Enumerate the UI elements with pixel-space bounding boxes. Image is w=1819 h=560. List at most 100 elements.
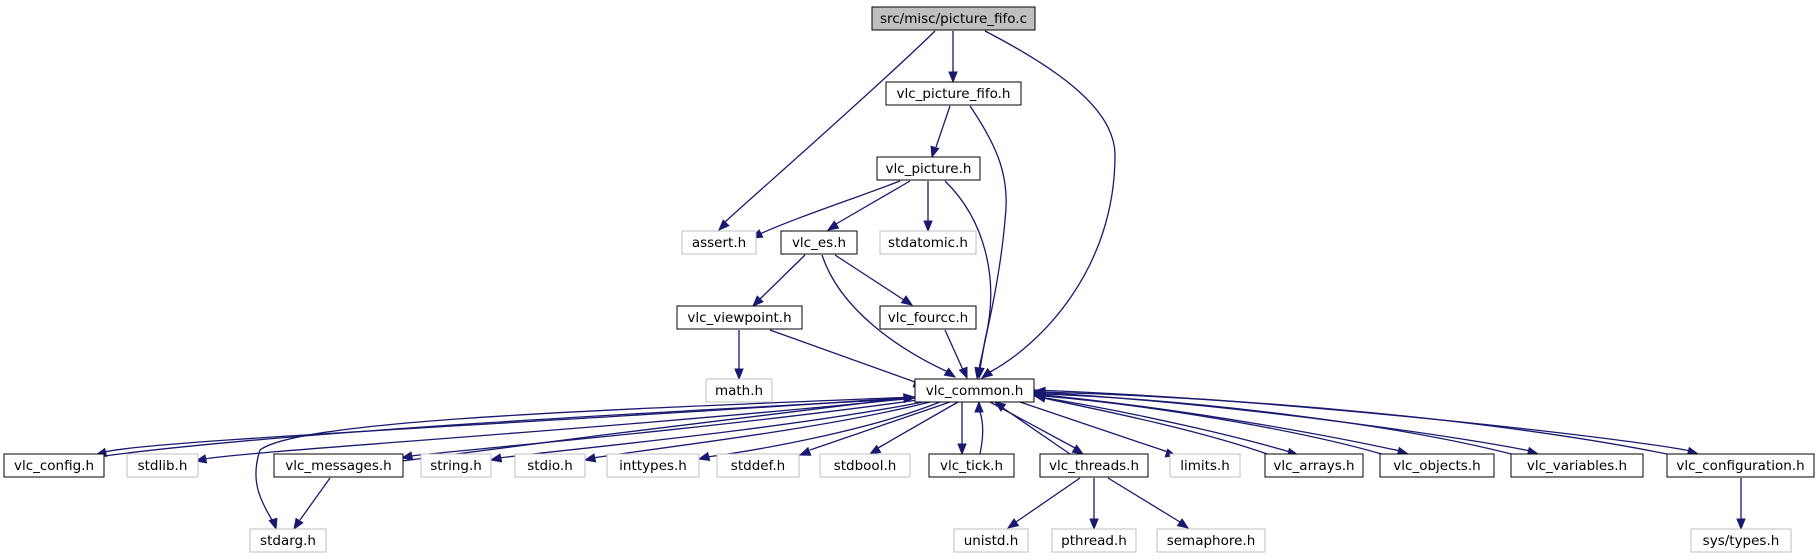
node-label: inttypes.h bbox=[619, 458, 687, 474]
arrowhead-threads-to-semaphore bbox=[1176, 518, 1190, 529]
node-string-h[interactable]: string.h bbox=[420, 453, 492, 478]
arrowhead-root-to-common bbox=[980, 367, 994, 379]
edge-messages-to-common bbox=[401, 397, 907, 462]
node-vlc-variables-h[interactable]: vlc_variables.h bbox=[1510, 453, 1644, 478]
edge-common-to-stdarg bbox=[255, 396, 916, 521]
edge-variables-to-common bbox=[1042, 393, 1516, 456]
node-label: stdlib.h bbox=[138, 458, 188, 474]
node-limits-h[interactable]: limits.h bbox=[1169, 453, 1241, 478]
edge-common-to-stdbool bbox=[877, 401, 959, 449]
edge-root-to-common bbox=[984, 30, 1116, 373]
arrowhead-root-to-fifo bbox=[948, 71, 958, 84]
node-label: semaphore.h bbox=[1167, 533, 1256, 549]
node-semaphore-h[interactable]: semaphore.h bbox=[1156, 528, 1266, 553]
node-stdlib-h[interactable]: stdlib.h bbox=[126, 453, 199, 478]
node-label: stdatomic.h bbox=[888, 235, 968, 251]
node-label: unistd.h bbox=[964, 533, 1019, 549]
arrowhead-threads-to-pthread bbox=[1089, 518, 1099, 531]
node-vlc-config-h[interactable]: vlc_config.h bbox=[3, 453, 105, 478]
node-vlc-viewpoint-h[interactable]: vlc_viewpoint.h bbox=[676, 305, 803, 330]
edge-common-to-stddef bbox=[809, 401, 951, 451]
arrowhead-common-to-messages bbox=[400, 451, 414, 461]
node-label: stdbool.h bbox=[834, 458, 897, 474]
node-vlc-threads-h[interactable]: vlc_threads.h bbox=[1039, 453, 1149, 478]
arrowhead-common-to-stdio bbox=[583, 453, 597, 463]
node-label: vlc_messages.h bbox=[285, 458, 391, 474]
arrowhead-common-to-stddef bbox=[798, 446, 812, 456]
node-vlc-arrays-h[interactable]: vlc_arrays.h bbox=[1264, 453, 1364, 478]
node-label: pthread.h bbox=[1061, 533, 1127, 549]
dependency-edges bbox=[94, 30, 1746, 531]
edge-threads-to-semaphore bbox=[1107, 477, 1181, 523]
node-stddef-h[interactable]: stddef.h bbox=[716, 453, 800, 478]
node-vlc-common-h[interactable]: vlc_common.h bbox=[914, 378, 1035, 403]
node-pthread-h[interactable]: pthread.h bbox=[1051, 528, 1137, 553]
node-vlc-objects-h[interactable]: vlc_objects.h bbox=[1379, 453, 1495, 478]
node-stdarg-h[interactable]: stdarg.h bbox=[249, 528, 327, 553]
edge-common-to-stdlib bbox=[203, 397, 916, 460]
edge-tick-to-common bbox=[979, 411, 984, 455]
node-label: string.h bbox=[430, 458, 482, 474]
edge-threads-to-common bbox=[1002, 407, 1071, 455]
edge-vles-to-common bbox=[821, 254, 949, 373]
node-stdio-h[interactable]: stdio.h bbox=[514, 453, 586, 478]
node-sys-types-h[interactable]: sys/types.h bbox=[1690, 528, 1792, 553]
arrowhead-fifo-to-picture bbox=[930, 145, 940, 159]
node-label: stddef.h bbox=[731, 458, 785, 474]
arrowhead-fourcc-to-common bbox=[958, 366, 968, 380]
arrowhead-common-to-tick bbox=[957, 443, 967, 456]
arrowhead-picture-to-stdatomic bbox=[923, 220, 933, 233]
edge-common-to-threads bbox=[989, 401, 1076, 449]
node-vlc-messages-h[interactable]: vlc_messages.h bbox=[273, 453, 404, 478]
edge-viewpoint-to-common bbox=[769, 329, 916, 383]
node-label: vlc_fourcc.h bbox=[888, 310, 968, 326]
arrowhead-vles-to-viewpoint bbox=[752, 295, 764, 307]
node-math-h[interactable]: math.h bbox=[705, 378, 773, 403]
edge-picture-to-assert bbox=[759, 180, 901, 235]
node-vlc-configuration-h[interactable]: vlc_configuration.h bbox=[1666, 453, 1815, 478]
node-unistd-h[interactable]: unistd.h bbox=[953, 528, 1029, 553]
arrowhead-common-to-inttypes bbox=[697, 451, 711, 461]
node-label: vlc_variables.h bbox=[1527, 458, 1627, 474]
node-label: limits.h bbox=[1180, 458, 1230, 474]
arrowhead-messages-to-stdarg bbox=[293, 517, 304, 531]
arrowhead-picture-to-vles bbox=[826, 220, 840, 231]
node-stdbool-h[interactable]: stdbool.h bbox=[819, 453, 911, 478]
node-label: math.h bbox=[715, 383, 763, 399]
node-vlc-picture-fifo-h[interactable]: vlc_picture_fifo.h bbox=[885, 81, 1022, 106]
node-label: vlc_es.h bbox=[792, 235, 846, 251]
edge-fourcc-to-common bbox=[944, 329, 964, 371]
node-vlc-fourcc-h[interactable]: vlc_fourcc.h bbox=[879, 305, 977, 330]
node-vlc-tick-h[interactable]: vlc_tick.h bbox=[928, 453, 1015, 478]
node-label: vlc_viewpoint.h bbox=[687, 310, 791, 326]
edge-common-to-limits bbox=[1019, 401, 1169, 453]
edge-vles-to-fourcc bbox=[834, 254, 905, 301]
node-vlc-picture-h[interactable]: vlc_picture.h bbox=[876, 156, 981, 181]
node-label: assert.h bbox=[692, 235, 746, 251]
arrowhead-threads-to-common bbox=[993, 401, 1007, 412]
node-inttypes-h[interactable]: inttypes.h bbox=[606, 453, 700, 478]
node-assert-h[interactable]: assert.h bbox=[681, 230, 757, 255]
arrowhead-root-to-assert bbox=[718, 219, 730, 231]
node-label: sys/types.h bbox=[1703, 533, 1780, 549]
node-label: vlc_picture_fifo.h bbox=[897, 86, 1011, 102]
edge-common-to-arrays bbox=[1033, 395, 1291, 453]
edge-arrays-to-common bbox=[1042, 397, 1271, 456]
node-label: vlc_picture.h bbox=[886, 161, 972, 177]
node-stdatomic-h[interactable]: stdatomic.h bbox=[879, 230, 977, 255]
arrowhead-configuration-to-common bbox=[1033, 386, 1046, 397]
edge-configuration-to-common bbox=[1042, 391, 1673, 456]
arrowhead-vles-to-common bbox=[943, 367, 957, 378]
node-label: stdarg.h bbox=[260, 533, 316, 549]
arrowhead-common-to-threads bbox=[1071, 444, 1085, 455]
node-label: vlc_tick.h bbox=[940, 458, 1003, 474]
node-label: vlc_config.h bbox=[14, 458, 94, 474]
node-label: vlc_common.h bbox=[926, 383, 1024, 399]
arrowhead-picture-to-common bbox=[975, 367, 985, 380]
arrowhead-common-to-stdlib bbox=[194, 454, 208, 464]
node-vlc-es-h[interactable]: vlc_es.h bbox=[780, 230, 858, 255]
arrowhead-vles-to-fourcc bbox=[900, 295, 914, 306]
edge-config-to-common bbox=[103, 398, 906, 457]
edge-picture-to-vles bbox=[835, 180, 911, 225]
